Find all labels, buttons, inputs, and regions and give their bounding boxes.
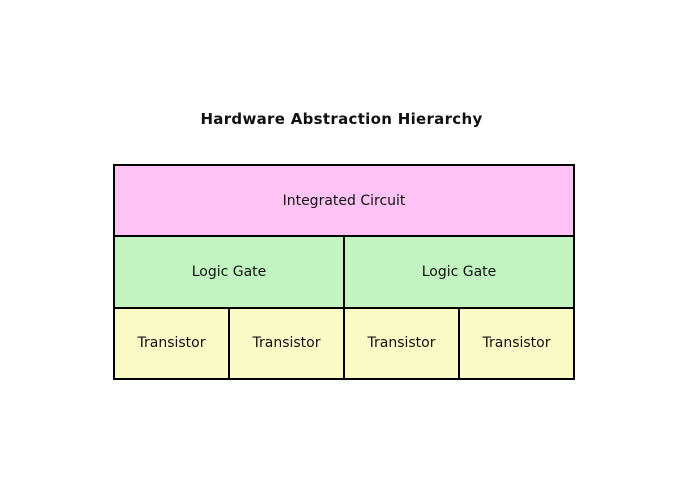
transistor-box-1: Transistor <box>115 308 228 378</box>
transistor-box-4: Transistor <box>460 308 573 378</box>
transistor-label: Transistor <box>137 335 206 352</box>
integrated-circuit-box: Integrated Circuit <box>115 166 573 236</box>
transistor-box-3: Transistor <box>345 308 458 378</box>
transistor-box-2: Transistor <box>230 308 343 378</box>
transistor-label: Transistor <box>252 335 321 352</box>
logic-gate-label: Logic Gate <box>191 263 267 280</box>
hierarchy-diagram: Integrated Circuit Logic Gate Logic Gate… <box>113 164 575 380</box>
integrated-circuit-label: Integrated Circuit <box>282 192 406 209</box>
logic-gate-box-1: Logic Gate <box>115 237 343 307</box>
diagram-title: Hardware Abstraction Hierarchy <box>200 110 483 128</box>
transistor-label: Transistor <box>482 335 551 352</box>
transistor-label: Transistor <box>367 335 436 352</box>
logic-gate-box-2: Logic Gate <box>345 237 573 307</box>
logic-gate-label: Logic Gate <box>421 263 497 280</box>
